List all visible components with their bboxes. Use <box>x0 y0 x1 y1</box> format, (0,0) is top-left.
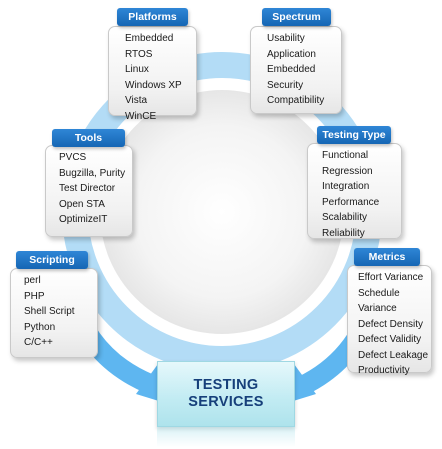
ring-inner-disk <box>100 90 344 334</box>
list-item: Scalability <box>322 212 368 223</box>
list-item: C/C++ <box>24 337 53 348</box>
testing-type-tab: Testing Type <box>317 126 391 144</box>
list-item: Effort Variance <box>358 272 424 283</box>
list-item: Windows XP <box>125 79 182 91</box>
right-flow-arrowhead <box>290 364 316 402</box>
metrics-tab: Metrics <box>354 248 420 266</box>
center-title-line1: TESTING <box>193 377 259 393</box>
list-item: Open STA <box>59 198 105 210</box>
list-item: Functional <box>322 150 369 161</box>
list-item: Application <box>267 48 316 60</box>
list-item: RTOS <box>125 48 153 60</box>
list-item: Shell Script <box>24 306 75 317</box>
list-item: Bugzilla, Purity <box>59 167 126 179</box>
list-item: Defect Validity <box>358 334 422 345</box>
list-item: Integration <box>322 181 370 192</box>
list-item: Defect Density <box>358 318 424 330</box>
list-item: Productivity <box>358 365 410 376</box>
list-item: Test Director <box>59 183 116 194</box>
platforms-tab: Platforms <box>117 8 188 26</box>
tools-tab: Tools <box>52 129 125 147</box>
list-item: Defect Leakage <box>358 349 429 361</box>
list-item: Linux <box>125 64 149 75</box>
list-item: Variance <box>358 303 397 314</box>
list-item: Python <box>24 321 56 333</box>
list-item: perl <box>24 275 41 286</box>
list-item: WinCE <box>125 110 157 122</box>
list-item: Embedded <box>267 64 316 75</box>
center-title-line2: SERVICES <box>188 394 264 410</box>
left-flow-arrowhead <box>136 364 162 402</box>
testing-services-box: TESTING SERVICES <box>157 361 295 427</box>
list-item: Usability <box>267 33 305 44</box>
list-item: Compatibility <box>267 95 325 106</box>
scripting-tab: Scripting <box>16 251 88 269</box>
list-item: Security <box>267 79 304 91</box>
list-item: Regression <box>322 165 373 177</box>
list-item: Performance <box>322 196 380 208</box>
list-item: Reliability <box>322 227 365 239</box>
list-item: OptimizeIT <box>59 214 108 225</box>
list-item: Schedule <box>358 287 400 299</box>
spectrum-tab: Spectrum <box>262 8 331 26</box>
list-item: PVCS <box>59 152 87 163</box>
center-box-reflection <box>157 427 295 447</box>
list-item: Vista <box>125 95 148 106</box>
list-item: Embedded <box>125 33 174 44</box>
list-item: PHP <box>24 290 45 302</box>
